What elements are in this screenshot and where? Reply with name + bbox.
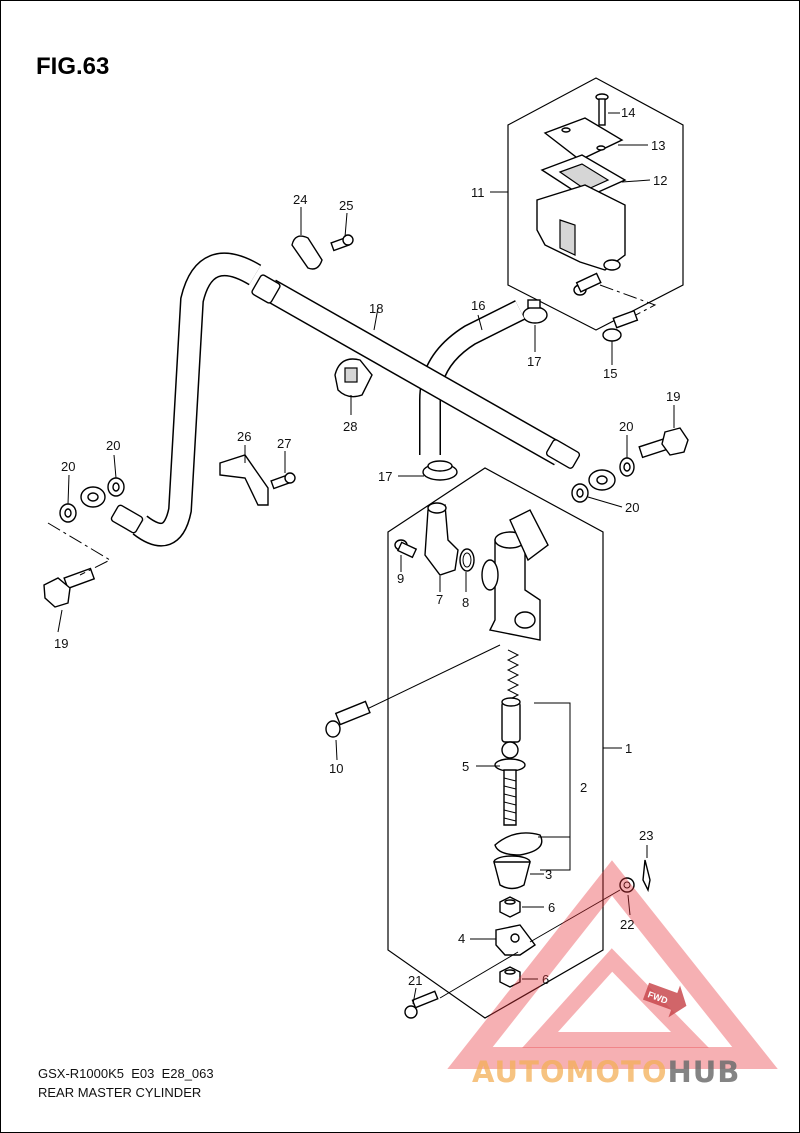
callout-17-lower: 17: [378, 469, 392, 484]
callout-11: 11: [471, 185, 485, 200]
part-19-bolt-left: [43, 567, 96, 608]
model-code: GSX-R1000K5 E03 E28_063: [38, 1066, 214, 1081]
callout-22: 22: [620, 917, 634, 932]
part-17-clamp-upper: [522, 299, 548, 324]
part-6-nut-lower: [499, 966, 521, 988]
callout-2: 2: [580, 780, 587, 795]
callout-19-right: 19: [666, 389, 680, 404]
reservoir-group-box: [507, 77, 684, 331]
callout-6-lower: 6: [542, 972, 549, 987]
part-4-clevis: [495, 924, 537, 956]
callout-8: 8: [462, 595, 469, 610]
part-19-bolt-right: [638, 427, 689, 459]
callout-21: 21: [408, 973, 422, 988]
figure-title: FIG.63: [36, 53, 109, 80]
callout-26: 26: [237, 429, 251, 444]
section-name: REAR MASTER CYLINDER: [38, 1085, 201, 1100]
part-11-reservoir: [536, 184, 626, 271]
callout-18: 18: [369, 301, 383, 316]
callout-16: 16: [471, 298, 485, 313]
callout-9: 9: [397, 571, 404, 586]
callout-25: 25: [339, 198, 353, 213]
part-5-pushrod: [494, 741, 526, 826]
part-2-spring: [506, 649, 520, 701]
part-2-circlip: [494, 832, 543, 856]
callout-4: 4: [458, 931, 465, 946]
master-cylinder-group-box: [387, 467, 604, 1019]
callout-23: 23: [639, 828, 653, 843]
part-9-bolt: [394, 539, 418, 559]
callout-27: 27: [277, 436, 291, 451]
callout-5: 5: [462, 759, 469, 774]
part-3-boot: [493, 855, 531, 890]
callout-20-left-upper: 20: [106, 438, 120, 453]
callout-19-left: 19: [54, 636, 68, 651]
callout-14: 14: [621, 105, 635, 120]
callout-17-upper: 17: [527, 354, 541, 369]
callout-12: 12: [653, 173, 667, 188]
watermark-logo: FWD AUTOMOTOHUB: [447, 860, 778, 1089]
callout-6-upper: 6: [548, 900, 555, 915]
part-14-screw: [595, 93, 609, 126]
part-6-nut-upper: [499, 896, 521, 918]
part-10-bolt: [325, 700, 371, 738]
callout-3: 3: [545, 867, 552, 882]
callout-20-right-lower: 20: [625, 500, 639, 515]
callout-1: 1: [625, 741, 632, 756]
callout-13: 13: [651, 138, 665, 153]
watermark-text-gray: HUB: [667, 1055, 740, 1089]
callout-24: 24: [293, 192, 307, 207]
callout-28: 28: [343, 419, 357, 434]
part-17-clamp-lower: [422, 460, 458, 481]
part-2-piston: [501, 697, 521, 743]
callout-20-right-upper: 20: [619, 419, 633, 434]
part-27-bolt: [270, 472, 296, 490]
callout-10: 10: [329, 761, 343, 776]
watermark-text-red: AUTOMOTO: [472, 1055, 667, 1089]
part-28-hose-guide: [334, 358, 373, 398]
part-20-washers: [59, 457, 635, 523]
svg-text:AUTOMOTOHUB: AUTOMOTOHUB: [472, 1055, 740, 1089]
part-13-cap: [543, 117, 624, 161]
part-21-clevis-pin: [404, 990, 439, 1019]
part-24-hose-clamp: [291, 235, 323, 270]
group-2-bracket: [534, 702, 571, 871]
callout-7: 7: [436, 592, 443, 607]
part-7-inlet-union: [424, 502, 459, 576]
part-25-bolt: [330, 234, 354, 252]
fwd-arrow-icon: FWD: [642, 982, 687, 1018]
part-26-bracket: [219, 454, 269, 506]
reservoir-bolt: [573, 272, 602, 296]
part-15-bolt: [602, 309, 639, 342]
callout-20-left-lower: 20: [61, 459, 75, 474]
callout-15: 15: [603, 366, 617, 381]
part-1-master-cylinder-body: [481, 509, 549, 641]
part-23-cotter-pin: [642, 859, 651, 893]
